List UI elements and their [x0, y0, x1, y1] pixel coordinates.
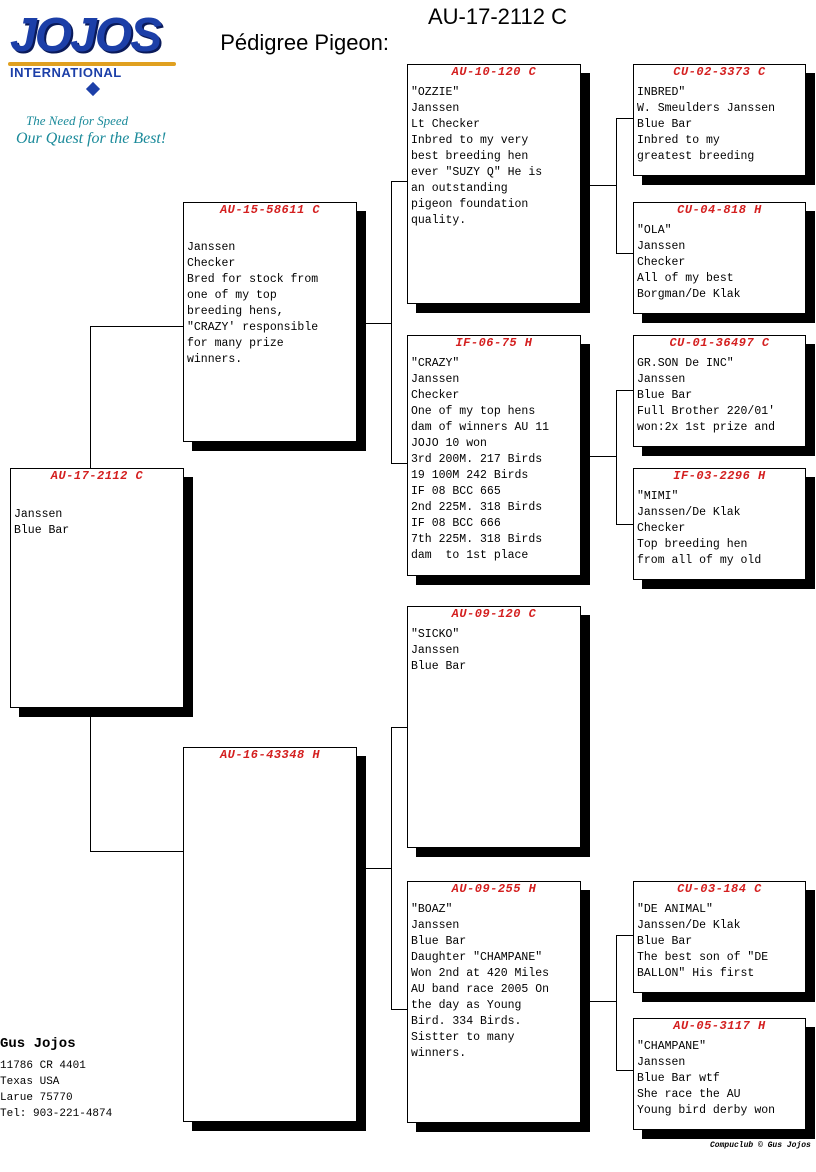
logo-subbrand: INTERNATIONAL	[10, 65, 122, 80]
pedigree-card-sire-sire: AU-10-120 C "OZZIE" Janssen Lt Checker I…	[407, 64, 581, 304]
pigeon-description: Janssen Blue Bar	[14, 508, 70, 537]
pigeon-description: "CRAZY" Janssen Checker One of my top he…	[411, 357, 550, 562]
ring-number: CU-02-3373 C	[673, 65, 766, 79]
ring-number: AU-05-3117 H	[673, 1019, 766, 1033]
pedigree-card-dam-sire: AU-09-120 C "SICKO" Janssen Blue Bar	[407, 606, 581, 848]
pedigree-card-dam: AU-16-43348 H	[183, 747, 357, 1122]
title-ring-number: AU-17-2112 C	[428, 4, 567, 29]
pigeon-description: "OLA" Janssen Checker All of my best Bor…	[637, 224, 741, 301]
ring-number: AU-15-58611 C	[219, 203, 321, 217]
pedigree-card-dds: CU-03-184 C "DE ANIMAL" Janssen/De Klak …	[633, 881, 806, 993]
pigeon-description: "DE ANIMAL" Janssen/De Klak Blue Bar The…	[637, 903, 769, 980]
ring-number: AU-17-2112 C	[50, 469, 144, 483]
pedigree-card-sire-dam: IF-06-75 H "CRAZY" Janssen Checker One o…	[407, 335, 581, 576]
pigeon-description: "OZZIE" Janssen Lt Checker Inbred to my …	[411, 86, 543, 227]
jojos-logo: JOJOS INTERNATIONAL The Need for Speed O…	[8, 10, 180, 155]
pigeon-description: "BOAZ" Janssen Blue Bar Daughter "CHAMPA…	[411, 903, 550, 1060]
ring-number: CU-01-36497 C	[669, 336, 770, 350]
ring-number: IF-03-2296 H	[673, 469, 766, 483]
logo-diamond-icon	[85, 81, 101, 97]
pigeon-description: "CHAMPANE" Janssen Blue Bar wtf She race…	[637, 1040, 776, 1117]
breeder-name: Gus Jojos	[0, 1036, 76, 1052]
ring-number: CU-03-184 C	[677, 882, 762, 896]
ring-number: AU-16-43348 H	[219, 748, 321, 762]
logo-tagline-2: Our Quest for the Best!	[16, 130, 167, 147]
pigeon-description: GR.SON De INC" Janssen Blue Bar Full Bro…	[637, 357, 776, 434]
title-label: Pédigree Pigeon:	[220, 30, 390, 55]
pedigree-card-ddd: AU-05-3117 H "CHAMPANE" Janssen Blue Bar…	[633, 1018, 806, 1130]
ring-number: AU-10-120 C	[451, 65, 537, 79]
pedigree-card-subject: AU-17-2112 C Janssen Blue Bar	[10, 468, 184, 708]
pedigree-card-sss: CU-02-3373 C INBRED" W. Smeulders Jansse…	[633, 64, 806, 176]
pedigree-card-sds: CU-01-36497 C GR.SON De INC" Janssen Blu…	[633, 335, 806, 447]
logo-tagline-1: The Need for Speed	[26, 113, 129, 128]
logo-brand: JOJOS	[10, 9, 162, 62]
ring-number: AU-09-120 C	[451, 607, 537, 621]
page-title: Pédigree Pigeon: AU-17-2112 C	[208, 4, 567, 82]
logo-swoosh	[8, 62, 176, 66]
breeder-address-3: Larue 75770	[0, 1092, 73, 1104]
breeder-info: Gus Jojos 11786 CR 4401 Texas USA Larue …	[0, 1036, 170, 1122]
breeder-address-1: 11786 CR 4401	[0, 1060, 86, 1072]
pigeon-description: INBRED" W. Smeulders Janssen Blue Bar In…	[637, 86, 776, 163]
footer-credit: Compuclub © Gus Jojos	[710, 1141, 811, 1150]
ring-number: AU-09-255 H	[451, 882, 537, 896]
ring-number: CU-04-818 H	[677, 203, 762, 217]
pedigree-card-dam-dam: AU-09-255 H "BOAZ" Janssen Blue Bar Daug…	[407, 881, 581, 1123]
pedigree-card-ssd: CU-04-818 H "OLA" Janssen Checker All of…	[633, 202, 806, 314]
pedigree-card-sire: AU-15-58611 C Janssen Checker Bred for s…	[183, 202, 357, 442]
ring-number: IF-06-75 H	[455, 336, 533, 350]
breeder-address-2: Texas USA	[0, 1076, 60, 1088]
breeder-phone: Tel: 903-221-4874	[0, 1108, 113, 1120]
pedigree-card-sdd: IF-03-2296 H "MIMI" Janssen/De Klak Chec…	[633, 468, 806, 580]
pigeon-description: "SICKO" Janssen Blue Bar	[411, 628, 467, 673]
pigeon-description	[184, 762, 356, 768]
pigeon-description: "MIMI" Janssen/De Klak Checker Top breed…	[637, 490, 762, 567]
pigeon-description: Janssen Checker Bred for stock from one …	[187, 241, 319, 366]
